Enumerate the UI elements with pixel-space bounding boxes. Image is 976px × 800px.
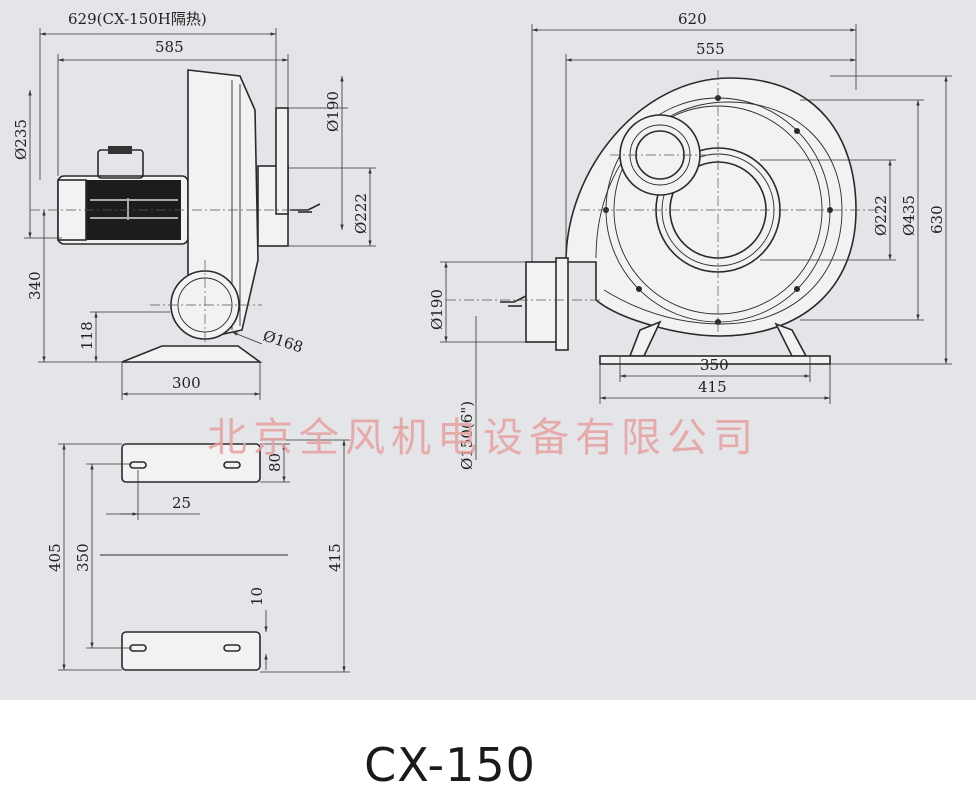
dim-base-350: 350: [700, 356, 729, 374]
dim-80: 80: [266, 453, 284, 472]
dim-dia-435: Ø435: [900, 195, 918, 236]
dim-height-630: 630: [928, 205, 946, 234]
dim-flange-dia: Ø222: [352, 193, 370, 234]
dim-base-415: 415: [698, 378, 727, 396]
front-view: 620 555 Ø222 Ø435 630 Ø190 Ø150(6") 350 …: [428, 10, 952, 470]
dim-25: 25: [172, 494, 191, 512]
dim-outlet-190: Ø190: [428, 289, 446, 330]
company-watermark: 北京全风机电设备有限公司: [207, 415, 759, 461]
base-plate-bottom: [121, 631, 261, 671]
dim-outlet: Ø168: [261, 327, 305, 357]
dim-dia-222: Ø222: [872, 195, 890, 236]
dim-10: 10: [248, 587, 266, 606]
dim-length: 585: [155, 38, 184, 56]
dim-350: 350: [74, 543, 92, 572]
dim-inlet-dia: Ø190: [324, 91, 342, 132]
drawing-sheet: 629(CX-150H隔热) 585 Ø235 Ø190 Ø222 340 11…: [0, 0, 976, 700]
dim-width-555: 555: [696, 40, 725, 58]
dim-415: 415: [326, 543, 344, 572]
dim-height-118: 118: [78, 321, 96, 350]
dim-height-340: 340: [26, 271, 44, 300]
front-base-plate: [599, 355, 831, 365]
dim-total-length: 629(CX-150H隔热): [68, 10, 207, 28]
dim-width-620: 620: [678, 10, 707, 28]
base-plate-top: [121, 443, 261, 483]
outlet-flange: [555, 257, 569, 351]
dim-405: 405: [46, 543, 64, 572]
dim-base: 300: [172, 374, 201, 392]
dim-motor-dia: Ø235: [12, 119, 30, 160]
terminal-box: [97, 149, 144, 179]
base-view: 80 25 405 350 415 10: [46, 439, 350, 673]
model-title: CX-150: [364, 738, 536, 792]
technical-drawing: 629(CX-150H隔热) 585 Ø235 Ø190 Ø222 340 11…: [12, 10, 952, 673]
volute-outer: [565, 77, 857, 337]
inlet-flange: [275, 107, 289, 215]
foot-right: [774, 322, 808, 357]
foot-left: [628, 320, 662, 357]
dim-outlet-150: Ø150(6"): [458, 401, 476, 470]
side-view: 629(CX-150H隔热) 585 Ø235 Ø190 Ø222 340 11…: [12, 10, 376, 400]
side-base: [121, 345, 263, 363]
